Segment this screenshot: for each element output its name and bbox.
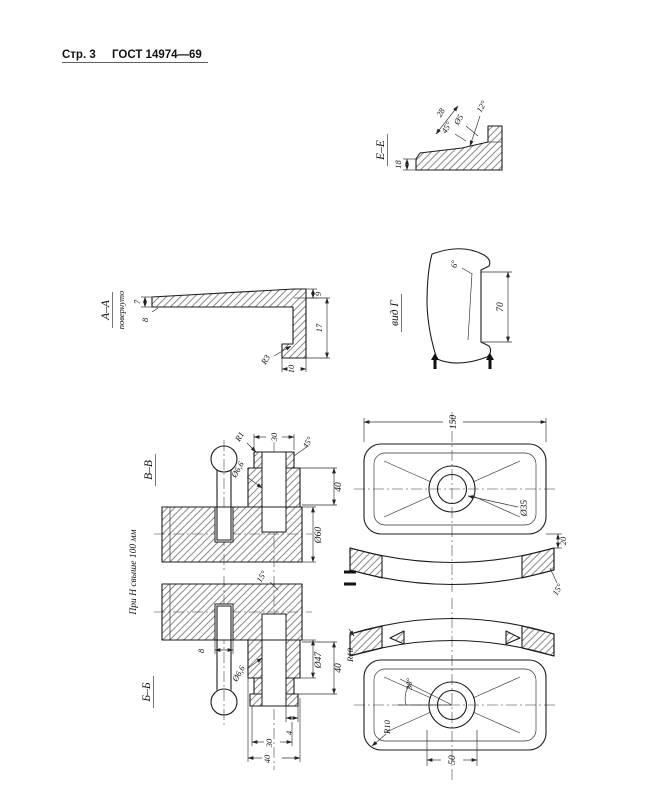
ee-leader-12deg (469, 115, 481, 147)
g-part-outline (426, 248, 492, 364)
bb-boss-bore (261, 613, 287, 641)
bb-dim-40b: 40 (262, 754, 272, 763)
document-number: ГОСТ 14974—69 (112, 49, 202, 61)
ee-dim-18: 18 (393, 160, 403, 169)
aa-leader-r3 (273, 345, 292, 357)
g-tab-inner-edge (467, 272, 473, 341)
g-support-mark-right (486, 353, 494, 369)
bb-note: При Н свыше 100 мм (129, 529, 139, 615)
plan2-inner-contour (373, 668, 537, 742)
vv-rod-bore (214, 506, 234, 543)
bb-dim-4: 4 (284, 730, 294, 735)
page-header: Стр. 3 ГОСТ 14974—69 (62, 49, 208, 63)
aa-dim-10: 10 (286, 364, 296, 373)
vv-dim-30: 30 (269, 432, 279, 442)
bb-dim-d66: Ø6,6 (229, 663, 247, 684)
plan-dim-20: 20 (558, 536, 568, 545)
plan2-band-notch-right (505, 630, 521, 645)
bb-handle-ring (210, 688, 238, 716)
bb-dim-30: 30 (264, 738, 274, 748)
plan-dim-d35: Ø35 (520, 500, 530, 518)
vv-handle-ring (210, 445, 238, 473)
view-bb-label: Б–Б (141, 682, 153, 703)
plan-dim-150: 150 (449, 415, 459, 430)
aa-dim-r3: R3 (258, 353, 272, 367)
aa-dim-9: 9 (313, 291, 323, 296)
bb-dim-8: 8 (196, 648, 206, 653)
view-plan-bottom: R10 30° R10 50 (345, 598, 556, 780)
plan-boss-circle (428, 465, 476, 513)
plan2-band-notch-left (389, 630, 405, 645)
g-dim-6deg: 6° (449, 260, 459, 268)
vv-dim-d60: Ø60 (314, 527, 324, 545)
vv-dim-45deg: 45° (300, 434, 315, 450)
ee-section-profile (415, 125, 503, 171)
g-dim-70: 70 (496, 302, 506, 312)
view-vv: В–В R1 30 45° Ø6,6 (143, 430, 344, 572)
vv-dim-40: 40 (334, 482, 344, 492)
view-aa-label: А–А (100, 299, 112, 321)
view-g-label: вид Г (389, 300, 401, 326)
plan2-dim-r10b: R10 (382, 719, 392, 734)
vv-dim-r1: R1 (232, 430, 246, 444)
bb-dim-d47: Ø47 (314, 651, 324, 670)
plan-inner-contour (373, 452, 537, 526)
view-g: вид Г 6° 70 (389, 248, 512, 369)
aa-dim-7: 7 (132, 299, 142, 304)
plan2-dim-50: 50 (448, 755, 458, 765)
vv-boss-slot (261, 451, 287, 508)
plan-outer-contour (363, 443, 547, 535)
g-support-mark-left (431, 353, 439, 369)
plan2-dim-r10a: R10 (345, 647, 355, 662)
aa-section-profile (151, 288, 307, 359)
view-plan-top: 150 Ø35 20 15° (344, 412, 568, 597)
ee-dim-12deg: 12° (474, 98, 489, 114)
view-vv-label: В–В (143, 460, 155, 480)
bb-boss-slot (261, 639, 287, 707)
vv-boss-bore (261, 506, 287, 533)
ee-dim-28-line (435, 105, 459, 135)
view-bb: Б–Б При Н свыше 100 мм 15° 8 Ø6,6 (129, 529, 344, 770)
plan2-dim-30deg: 30° (404, 677, 414, 691)
plan-hole-circle (436, 473, 468, 505)
ee-dim-d5: Ø5 (451, 113, 465, 128)
bb-dim-15deg: 15° (254, 568, 269, 584)
aa-dim-8: 8 (140, 317, 150, 322)
view-ee: Е–Е 18 12° 28 45° Ø5 (375, 98, 503, 171)
bb-dim-40: 40 (334, 663, 344, 673)
aa-dim-17: 17 (314, 323, 324, 332)
plan2-outer-contour (363, 659, 547, 751)
page-number: Стр. 3 (62, 49, 96, 61)
plan-dim-15deg: 15° (550, 581, 565, 597)
view-aa-sublabel: повернуто (116, 291, 126, 330)
ee-dim-28: 28 (434, 106, 447, 119)
view-ee-label: Е–Е (375, 140, 387, 161)
view-aa: А–А повернуто 7 8 9 17 R3 10 (100, 288, 330, 373)
bb-rod-bore (214, 603, 234, 641)
